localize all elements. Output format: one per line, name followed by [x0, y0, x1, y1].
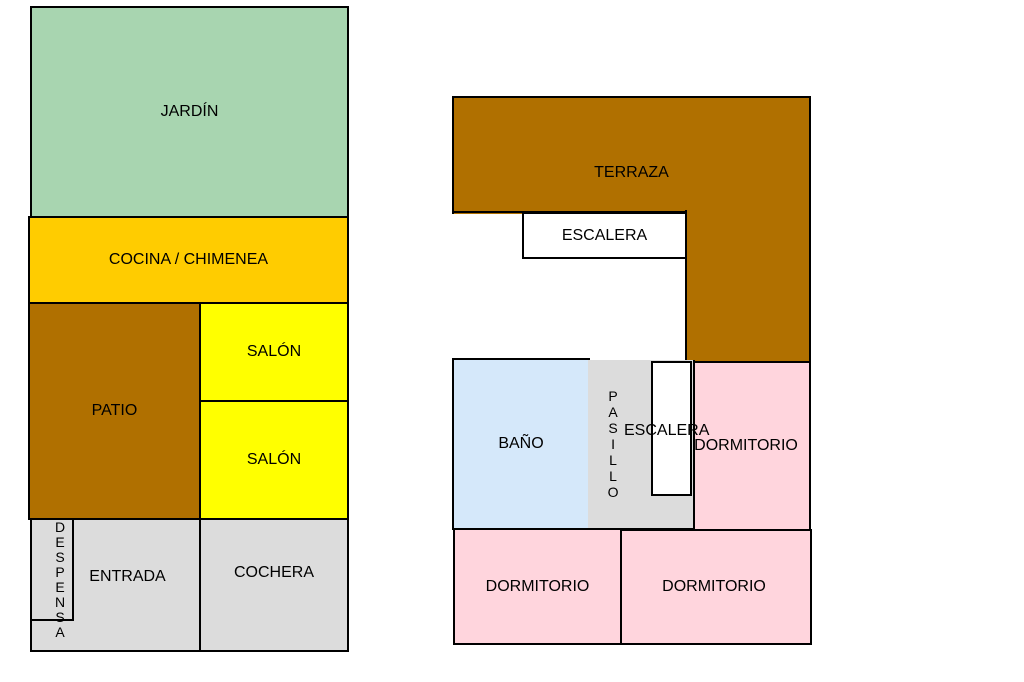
room-label: SALÓN — [246, 451, 302, 468]
room-label: COCINA / CHIMENEA — [108, 251, 269, 268]
room-label: BAÑO — [498, 435, 544, 452]
room-escalera-top: ESCALERA — [522, 212, 687, 259]
room-label: TERRAZA — [594, 164, 669, 181]
room-label: DORMITORIO — [694, 437, 798, 454]
room-terraza-horizontal: TERRAZA — [452, 96, 811, 214]
room-dormitorio-bottom-right: DORMITORIO — [620, 529, 812, 645]
room-label: ESCALERA — [561, 226, 648, 244]
room-dormitorio-right: DORMITORIO — [693, 361, 811, 531]
room-label: SALÓN — [246, 343, 302, 360]
room-cocina-chimenea: COCINA / CHIMENEA — [28, 216, 349, 304]
room-escalera-mid — [651, 361, 692, 496]
room-label-vertical: PASILLO — [607, 388, 619, 500]
room-terraza-vertical — [685, 210, 811, 363]
room-label-vertical: DESPENSA — [54, 519, 66, 640]
room-bano: BAÑO — [452, 358, 590, 530]
room-patio: PATIO — [28, 302, 201, 520]
room-salon-lower: SALÓN — [199, 400, 349, 520]
room-jardin: JARDÍN — [30, 6, 349, 218]
room-label: DORMITORIO — [485, 577, 590, 595]
room-label: JARDÍN — [160, 103, 219, 120]
room-despensa: DESPENSA — [30, 518, 74, 640]
room-label: ENTRADA — [89, 568, 166, 585]
escalera-mid-label: ESCALERA — [624, 422, 710, 439]
room-dormitorio-bottom-left: DORMITORIO — [453, 528, 622, 645]
room-label: PATIO — [91, 402, 138, 419]
room-label: COCHERA — [233, 564, 314, 581]
room-cochera: COCHERA — [199, 518, 349, 652]
room-salon-upper: SALÓN — [199, 302, 349, 402]
room-label: DORMITORIO — [662, 578, 766, 595]
